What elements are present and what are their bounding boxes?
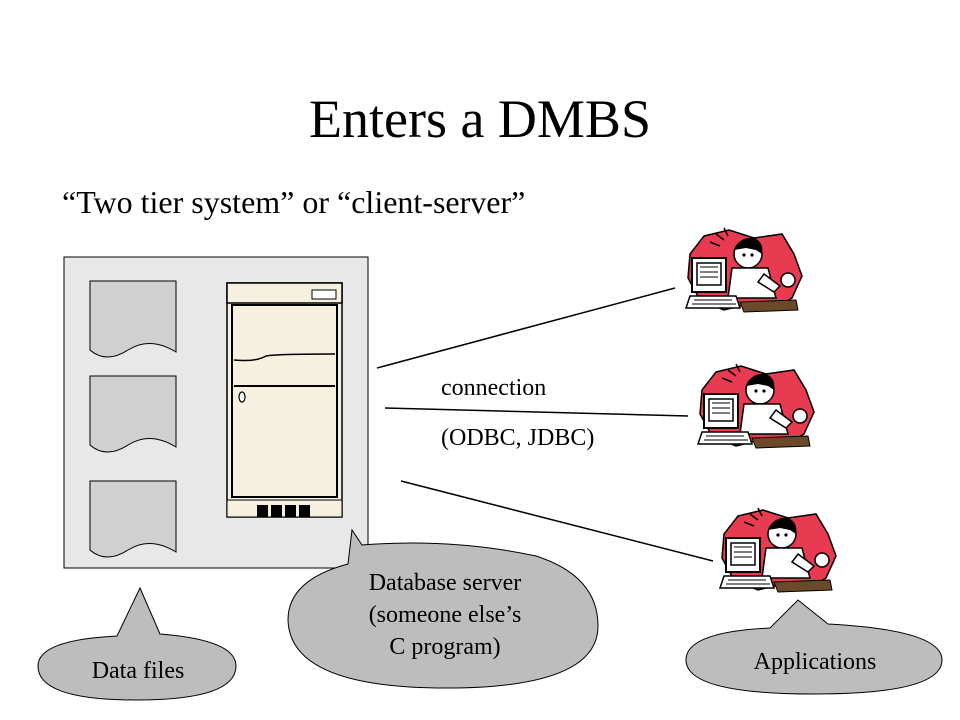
client-computer-icon	[685, 227, 803, 313]
connection-line-top	[376, 287, 676, 369]
database-server-line-2: (someone else’s	[368, 602, 522, 628]
protocol-label: (ODBC, JDBC)	[441, 425, 595, 451]
applications-label: Applications	[753, 649, 877, 675]
database-server-line-3: C program)	[389, 634, 501, 660]
data-files-callout	[37, 586, 237, 701]
server-cabinet-icon	[226, 282, 343, 518]
client-computer-icon	[719, 507, 837, 593]
client-computer-icon	[697, 363, 815, 449]
data-file-icon	[89, 280, 177, 358]
database-server-callout	[287, 528, 599, 689]
connection-label: connection	[441, 375, 547, 401]
connection-line-middle	[384, 407, 689, 417]
slide-title: Enters a DMBS	[309, 89, 651, 149]
data-file-icon	[89, 375, 177, 453]
database-server-label: Database server (someone else’s C progra…	[300, 567, 590, 663]
slide-subtitle: “Two tier system” or “client-server”	[62, 184, 526, 220]
applications-callout	[685, 599, 943, 695]
database-server-line-1: Database server	[368, 570, 522, 596]
data-file-icon	[89, 480, 177, 558]
connection-line-bottom	[400, 480, 714, 562]
data-files-label: Data files	[91, 658, 185, 684]
